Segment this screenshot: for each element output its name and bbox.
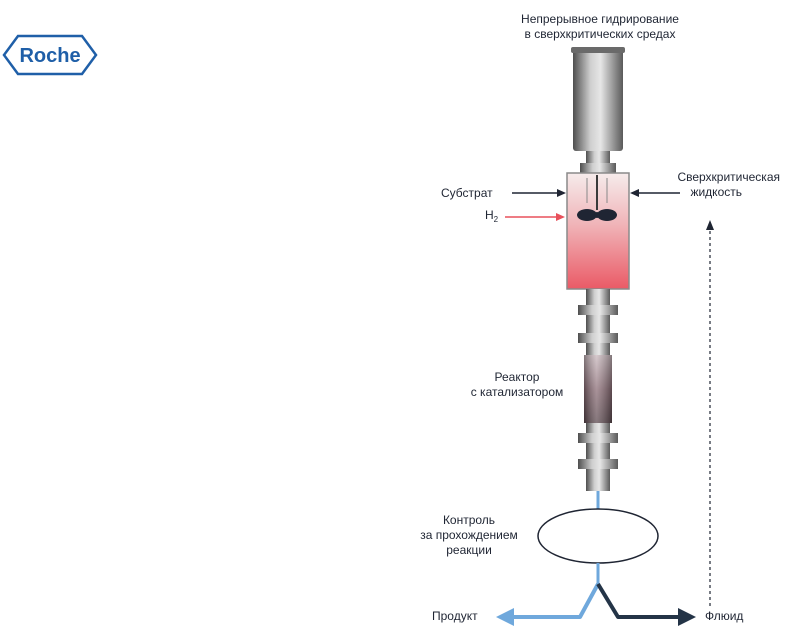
reactor-label: Реактор с катализатором — [452, 370, 582, 400]
top-cylinder — [571, 47, 625, 173]
supercritical-line-1: Сверхкритическая — [677, 170, 780, 184]
reactor-line-2: с катализатором — [470, 385, 564, 399]
h2-subscript: 2 — [493, 215, 499, 224]
control-label: Контроль за прохождением реакции — [408, 513, 530, 558]
monitor-ellipse — [537, 508, 659, 564]
control-line-2: за прохождением — [420, 528, 518, 542]
supercritical-line-2: жидкость — [690, 185, 742, 199]
h2-arrow — [505, 213, 565, 221]
recycle-dashed-arrow — [706, 220, 714, 606]
stirrer-icon — [577, 209, 617, 221]
h2-label: H2 — [485, 208, 498, 224]
h2-symbol: H — [485, 208, 494, 222]
svg-text:Roche: Roche — [19, 45, 80, 67]
control-line-1: Контроль — [442, 513, 496, 527]
mixer-vessel — [566, 172, 630, 290]
substrate-label: Субстрат — [441, 186, 493, 200]
reactor-line-1: Реактор — [494, 370, 540, 384]
title-line-2: в сверхкритических средах — [524, 27, 676, 41]
reactor-column — [578, 289, 618, 491]
control-line-3: реакции — [446, 543, 492, 557]
product-arrow — [496, 583, 600, 626]
title-line-1: Непрерывное гидрирование — [521, 12, 679, 26]
diagram-title: Непрерывное гидрирование в сверхкритичес… — [498, 12, 702, 42]
supercritical-label: Сверхкритическая жидкость — [658, 170, 780, 200]
supercritical-arrow — [630, 189, 680, 197]
product-label: Продукт — [432, 609, 478, 623]
substrate-arrow — [512, 189, 566, 197]
roche-logo: Roche — [2, 33, 98, 77]
fluid-label: Флюид — [705, 609, 744, 623]
fluid-arrow — [596, 582, 696, 626]
